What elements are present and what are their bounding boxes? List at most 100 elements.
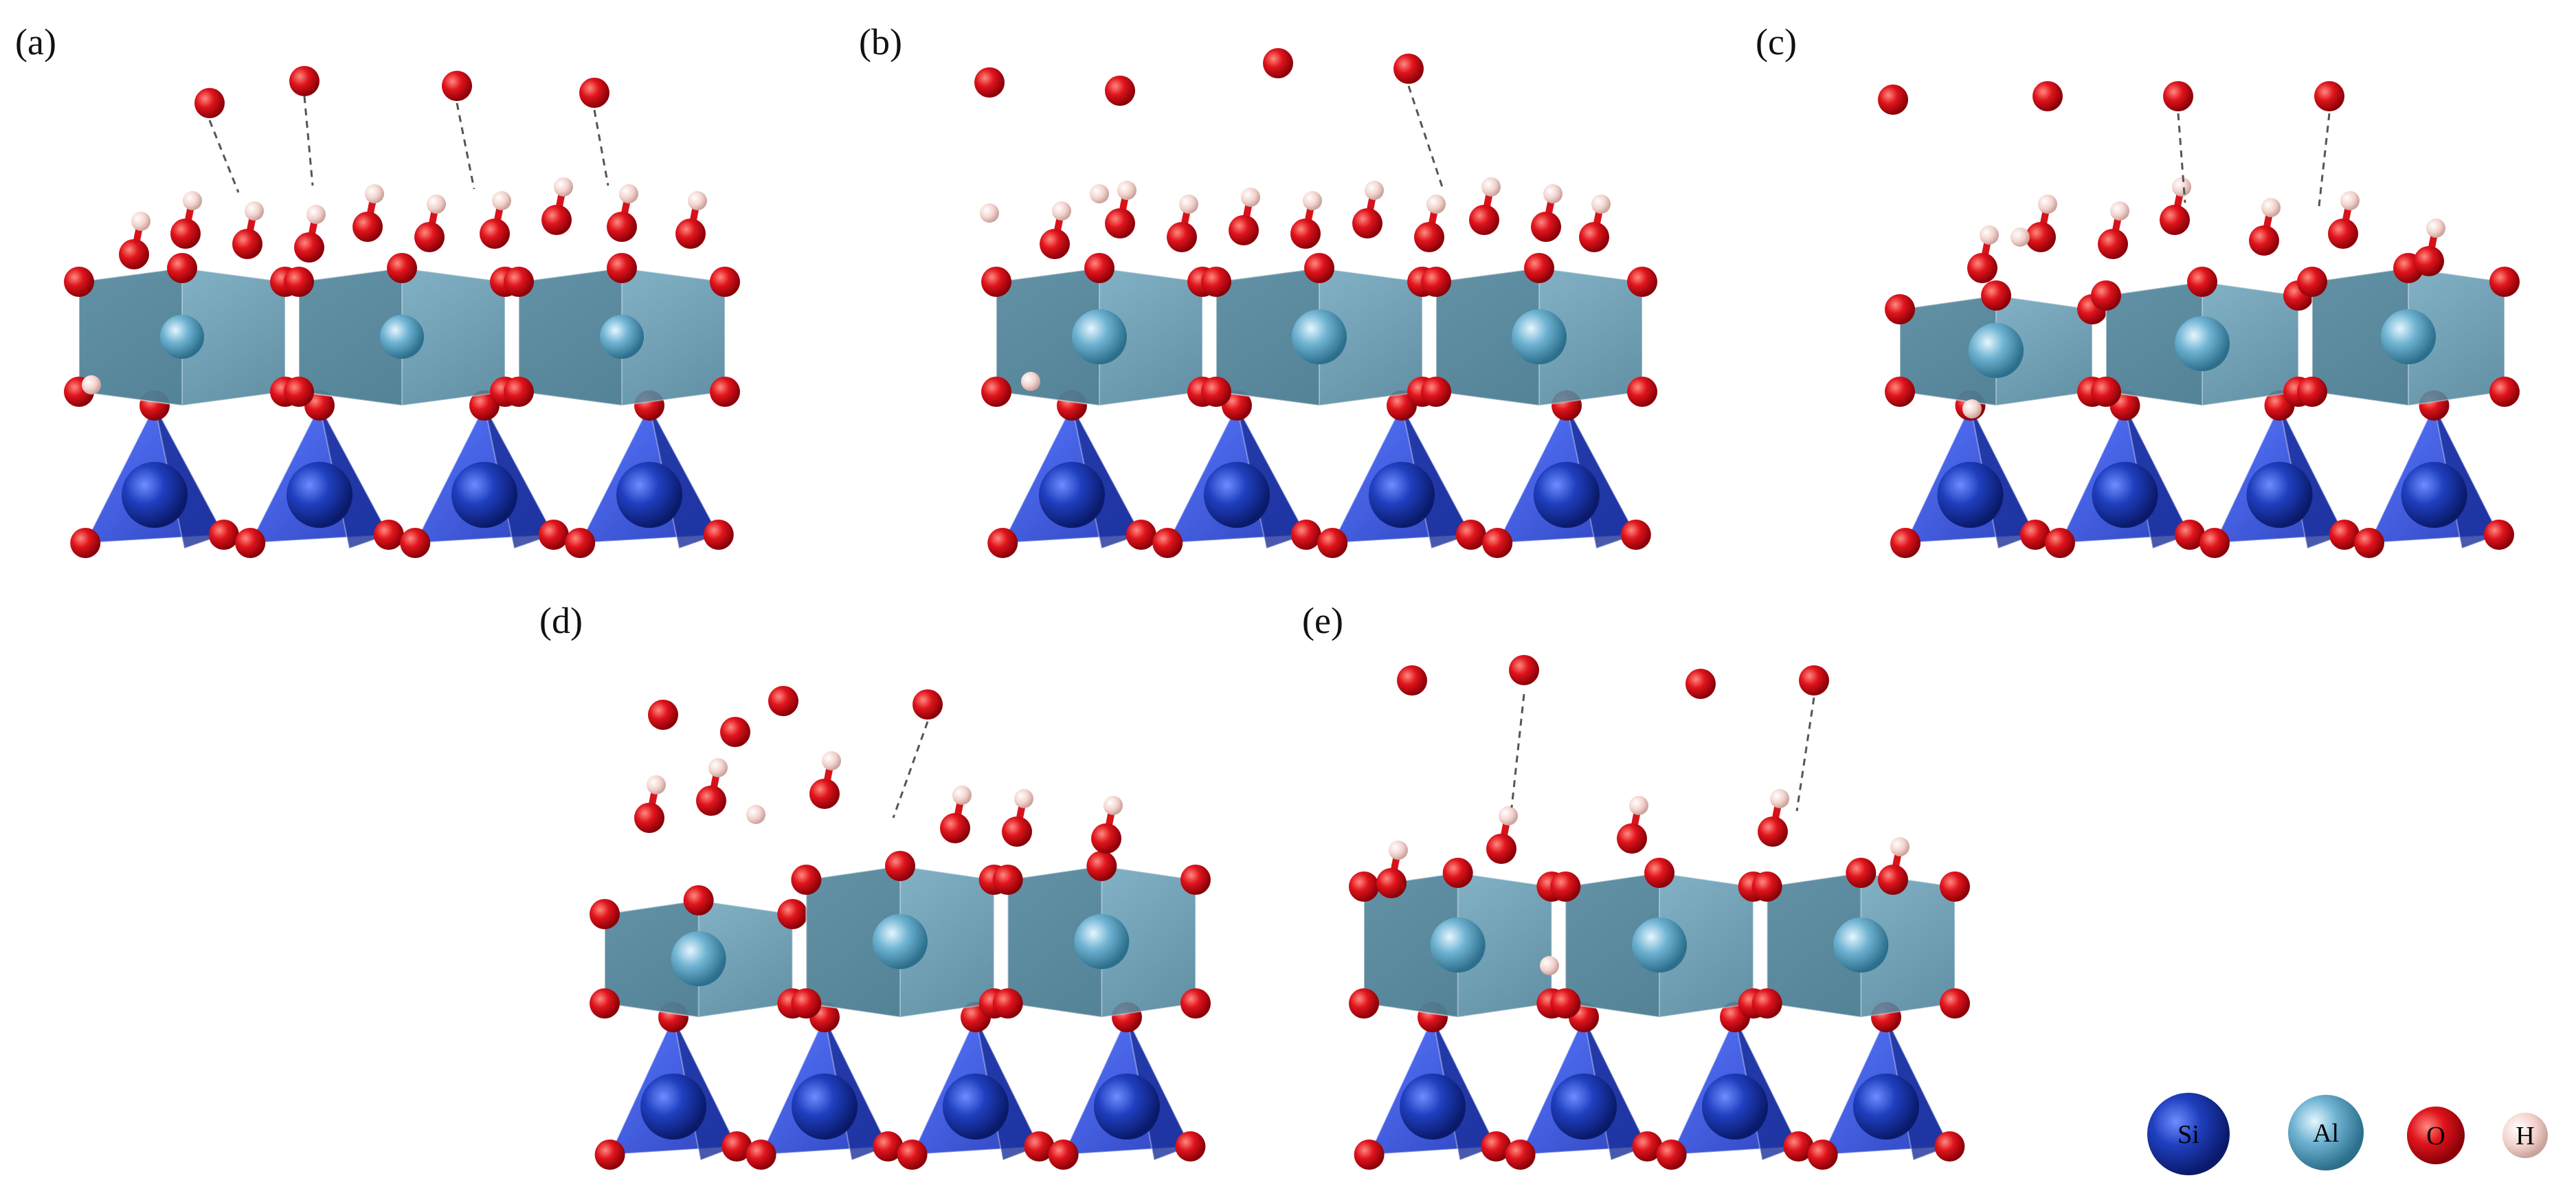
hydrogen-atom	[2038, 195, 2057, 214]
oxygen-atom	[1304, 253, 1334, 283]
al-atom	[1072, 309, 1127, 364]
water-oxygen-atom	[1105, 76, 1135, 106]
oxygen-atom	[1550, 988, 1581, 1019]
oxygen-atom	[1125, 520, 1156, 550]
oxygen-atom	[992, 988, 1023, 1019]
oxygen-atom	[70, 528, 101, 558]
water-oxygen-atom	[579, 78, 609, 108]
panel-e	[1349, 655, 1970, 1170]
hydrogen-atom	[427, 195, 446, 214]
si-atom	[1534, 462, 1600, 528]
water-oxygen-atom	[1263, 48, 1293, 78]
water-oxygen-atom	[1878, 85, 1908, 115]
oxygen-atom	[791, 988, 822, 1019]
oxygen-atom	[1002, 816, 1032, 847]
oxygen-atom	[1421, 377, 1451, 407]
hydrogen-atom	[1543, 184, 1563, 203]
water-oxygen-atom	[720, 717, 750, 747]
hydrogen-bond	[2177, 113, 2186, 203]
legend-al-marker	[2288, 1095, 2364, 1170]
hydrogen-atom	[1104, 796, 1123, 815]
hydrogen-atom	[131, 212, 150, 231]
hydrogen-atom	[82, 375, 101, 395]
oxygen-atom	[284, 267, 314, 297]
si-atom	[122, 462, 188, 528]
oxygen-atom	[1656, 1140, 1687, 1170]
oxygen-atom	[2175, 520, 2205, 550]
hydrogen-atom	[1962, 399, 1982, 419]
oxygen-atom	[981, 267, 1011, 297]
oxygen-atom	[590, 899, 620, 929]
oxygen-atom	[987, 528, 1018, 558]
oxygen-atom	[2297, 377, 2327, 407]
oxygen-atom	[710, 377, 740, 407]
oxygen-atom	[1940, 988, 1970, 1019]
oxygen-atom	[352, 212, 383, 242]
al-atom	[2175, 316, 2230, 371]
oxygen-atom	[2489, 377, 2520, 407]
si-atom	[1369, 462, 1435, 528]
si-atom	[616, 462, 682, 528]
oxygen-atom	[414, 222, 445, 252]
hydrogen-atom	[1117, 181, 1136, 200]
hydrogen-bond	[593, 109, 609, 186]
oxygen-atom	[294, 232, 324, 263]
al-octahedron-face	[78, 267, 183, 407]
oxygen-atom	[1783, 1131, 1814, 1162]
hydrogen-bond	[2318, 113, 2331, 207]
si-atom	[1094, 1074, 1160, 1140]
oxygen-atom	[1550, 871, 1581, 902]
hydrogen-atom	[1499, 806, 1518, 825]
legend-o-marker	[2407, 1107, 2465, 1164]
oxygen-atom	[2026, 222, 2056, 252]
oxygen-atom	[1354, 1140, 1385, 1170]
panel-label-a: (a)	[15, 21, 56, 63]
oxygen-atom	[1524, 253, 1554, 283]
panel-a	[64, 66, 740, 558]
oxygen-atom	[1091, 823, 1121, 854]
legend-h-label: H	[2516, 1122, 2534, 1151]
hydrogen-bond	[1407, 85, 1444, 190]
oxygen-atom	[2045, 528, 2075, 558]
hydrogen-atom	[2011, 227, 2030, 247]
oxygen-atom	[565, 528, 596, 558]
hydrogen-atom	[746, 805, 765, 824]
oxygen-atom	[1180, 865, 1211, 895]
hydrogen-atom	[1179, 195, 1198, 214]
oxygen-atom	[746, 1140, 776, 1170]
oxygen-atom	[170, 219, 201, 249]
panel-label-c: (c)	[1756, 21, 1797, 63]
oxygen-atom	[1885, 294, 1915, 324]
oxygen-atom	[1846, 858, 1877, 888]
oxygen-atom	[1024, 1131, 1055, 1162]
legend-al-label: Al	[2313, 1119, 2339, 1148]
al-atom	[1632, 918, 1687, 973]
oxygen-atom	[1349, 988, 1379, 1019]
oxygen-atom	[777, 899, 808, 929]
al-atom	[1512, 309, 1567, 364]
hydrogen-atom	[554, 177, 573, 197]
oxygen-atom	[235, 528, 266, 558]
oxygen-atom	[590, 988, 620, 1019]
oxygen-atom	[1981, 280, 2011, 311]
oxygen-atom	[1086, 851, 1117, 881]
oxygen-atom	[1349, 871, 1379, 902]
oxygen-atom	[809, 779, 840, 809]
water-oxygen-atom	[194, 88, 225, 118]
al-octahedron-face	[1216, 267, 1320, 407]
hydrogen-atom	[1591, 195, 1611, 214]
oxygen-atom	[721, 1131, 752, 1162]
oxygen-atom	[1084, 253, 1115, 283]
oxygen-atom	[1048, 1140, 1079, 1170]
hydrogen-bond	[456, 102, 475, 190]
si-atom	[1039, 462, 1105, 528]
si-atom	[1204, 462, 1270, 528]
oxygen-atom	[885, 851, 915, 881]
si-atom	[451, 462, 517, 528]
oxygen-atom	[897, 1140, 928, 1170]
oxygen-atom	[1505, 1140, 1536, 1170]
oxygen-atom	[1352, 208, 1382, 238]
water-oxygen-atom	[289, 66, 320, 96]
